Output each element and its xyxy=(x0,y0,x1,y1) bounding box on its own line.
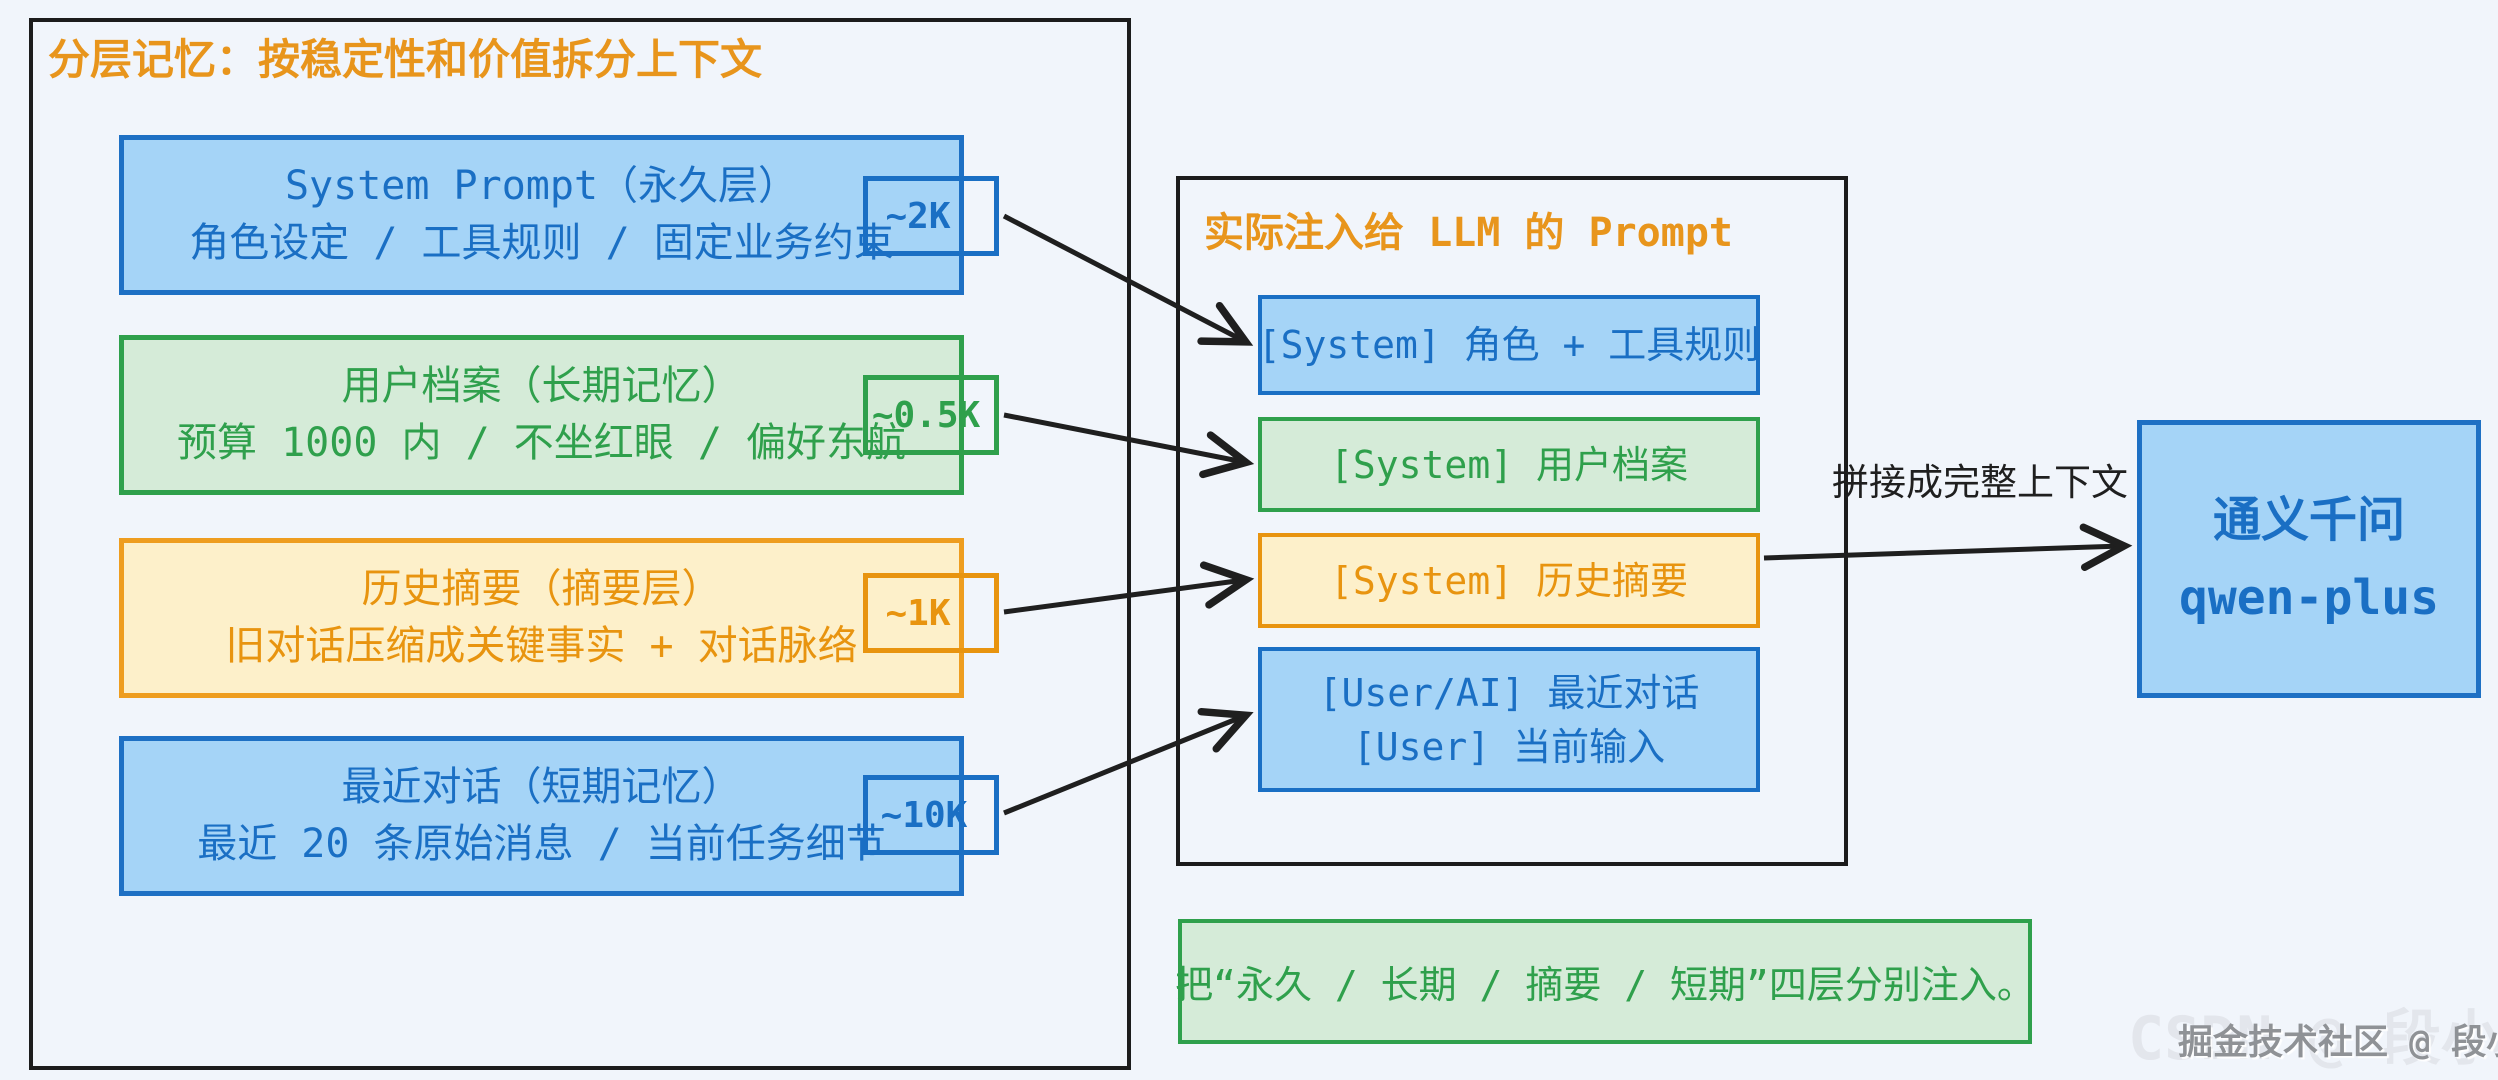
qwen-model-id: qwen-plus xyxy=(2178,570,2440,626)
prompt-item-recent-dialog-line2: [User] 当前输入 xyxy=(1352,724,1666,769)
token-tag-1k: ~1K xyxy=(863,573,999,653)
layered-memory-title: 分层记忆：按稳定性和价值拆分上下文 xyxy=(48,35,763,84)
layer-recent-dialog: 最近对话（短期记忆） 最近 20 条原始消息 / 当前任务细节 xyxy=(119,736,964,896)
juejin-watermark: 掘金技术社区 @ 段小三 xyxy=(2178,1023,2498,1063)
injection-note-box: 把“永久 / 长期 / 摘要 / 短期”四层分别注入。 xyxy=(1175,919,2035,1044)
csdn-watermark: CSDN @ 段小三 xyxy=(2128,1004,2498,1074)
layer-history-summary: 历史摘要（摘要层） 旧对话压缩成关键事实 + 对话脉络 xyxy=(119,538,964,698)
prompt-item-history-summary: [System] 历史摘要 xyxy=(1258,533,1760,628)
layer-user-profile: 用户档案（长期记忆） 预算 1000 内 / 不坐红眼 / 偏好东航 xyxy=(119,335,964,495)
layer-system-prompt: System Prompt（永久层） 角色设定 / 工具规则 / 固定业务约束 xyxy=(119,135,964,295)
layer-user-profile-line2: 预算 1000 内 / 不坐红眼 / 偏好东航 xyxy=(177,420,906,466)
layer-history-summary-line1: 历史摘要（摘要层） xyxy=(361,566,722,612)
injected-prompt-panel xyxy=(1176,176,1848,866)
layer-history-summary-line2: 旧对话压缩成关键事实 + 对话脉络 xyxy=(225,623,858,669)
layer-system-prompt-line1: System Prompt（永久层） xyxy=(284,163,799,209)
token-tag-05k: ~0.5K xyxy=(863,375,999,455)
injected-prompt-title: 实际注入给 LLM 的 Prompt xyxy=(1204,210,1733,256)
layer-recent-dialog-line1: 最近对话（短期记忆） xyxy=(341,764,742,810)
prompt-item-recent-dialog-line1: [User/AI] 最近对话 xyxy=(1318,670,1700,715)
prompt-item-user-profile: [System] 用户档案 xyxy=(1258,417,1760,512)
qwen-model-name: 通义千问 xyxy=(2212,492,2405,548)
token-tag-10k: ~10K xyxy=(863,775,999,855)
layer-system-prompt-line2: 角色设定 / 工具规则 / 固定业务约束 xyxy=(189,220,894,266)
token-tag-2k: ~2K xyxy=(863,176,999,256)
injection-note-text: 把“永久 / 长期 / 摘要 / 短期”四层分别注入。 xyxy=(1175,963,2035,1007)
layered-memory-panel xyxy=(29,18,1131,1070)
prompt-item-system-role: [System] 角色 + 工具规则 xyxy=(1258,295,1760,395)
qwen-model-box: 通义千问 qwen-plus xyxy=(2137,420,2481,698)
layer-user-profile-line1: 用户档案（长期记忆） xyxy=(341,363,742,409)
concat-context-label: 拼接成完整上下文 xyxy=(1832,461,2128,504)
layer-recent-dialog-line2: 最近 20 条原始消息 / 当前任务细节 xyxy=(197,821,886,867)
prompt-item-recent-dialog: [User/AI] 最近对话 [User] 当前输入 xyxy=(1258,647,1760,792)
